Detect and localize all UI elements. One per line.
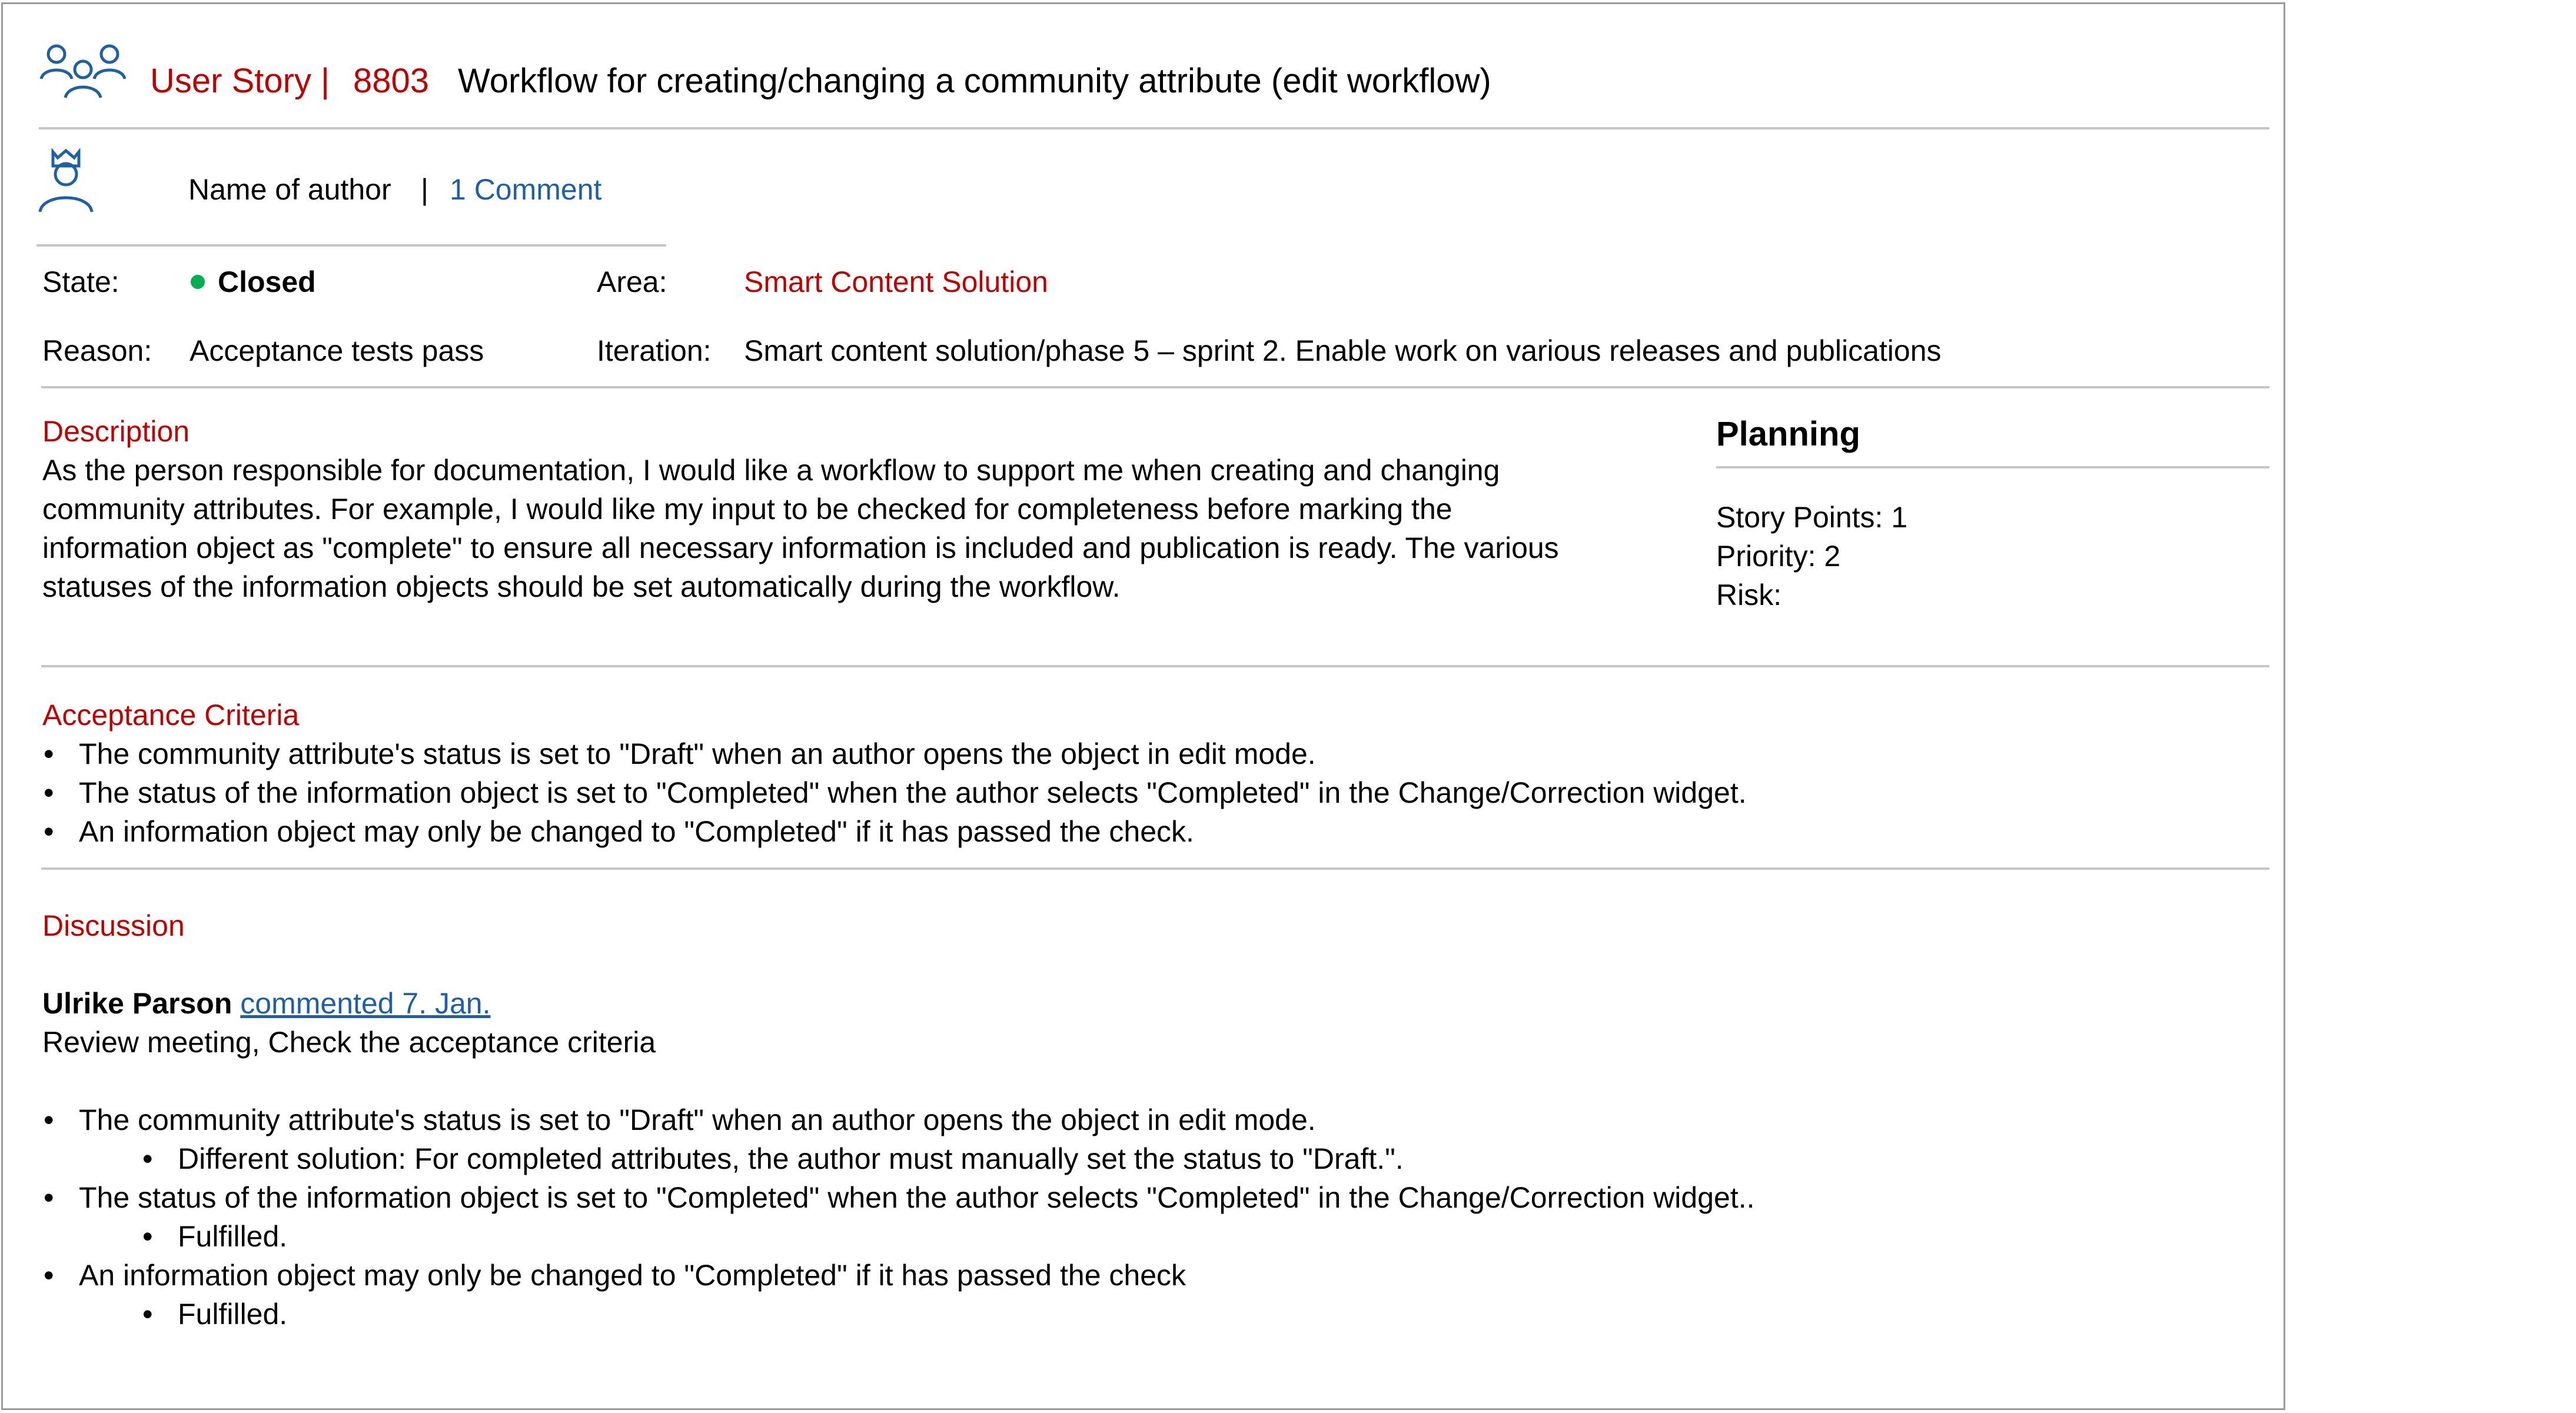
page-title: Workflow for creating/changing a communi…: [458, 62, 1491, 100]
list-item: An information object may only be change…: [42, 1256, 1755, 1295]
sub-list-item: Different solution: For completed attrib…: [42, 1139, 1755, 1178]
state-value: Closed: [191, 262, 316, 301]
list-item: The status of the information object is …: [42, 773, 1747, 812]
discussion-heading: Discussion: [42, 909, 185, 942]
planning-heading: Planning: [1716, 415, 1860, 453]
author-name: Name of author: [188, 173, 391, 206]
divider: [1716, 466, 2269, 468]
divider: [39, 127, 2269, 129]
person-crown-icon: [36, 148, 95, 214]
work-item-id: 8803: [353, 62, 430, 100]
acceptance-heading: Acceptance Criteria: [42, 699, 300, 732]
iteration-value: Smart content solution/phase 5 – sprint …: [744, 334, 1942, 367]
comment-count-link[interactable]: 1 Comment: [450, 173, 602, 206]
divider: [41, 386, 2269, 388]
priority: Priority: 2: [1716, 540, 1841, 573]
work-item-type: User Story |: [150, 62, 330, 100]
sub-list-item: Fulfilled.: [42, 1295, 1755, 1334]
acceptance-list: The community attribute's status is set …: [42, 734, 1747, 851]
reason-value: Acceptance tests pass: [190, 334, 484, 367]
list-item: An information object may only be change…: [42, 812, 1747, 851]
status-dot-icon: [191, 274, 205, 289]
risk: Risk:: [1716, 579, 1782, 611]
discussion-list: The community attribute's status is set …: [42, 1101, 1755, 1334]
list-item: The community attribute's status is set …: [42, 734, 1747, 773]
author-separator: |: [421, 173, 428, 206]
sub-list-item: Fulfilled.: [42, 1217, 1755, 1256]
comment-date-link[interactable]: commented 7. Jan.: [240, 987, 491, 1020]
commenter-name: Ulrike Parson: [42, 987, 232, 1020]
divider: [41, 867, 2269, 870]
reason-label: Reason:: [42, 334, 152, 367]
iteration-label: Iteration:: [597, 334, 712, 367]
area-label: Area:: [597, 265, 667, 298]
comment-intro: Review meeting, Check the acceptance cri…: [42, 1026, 656, 1059]
users-group-icon: [39, 42, 127, 101]
state-value-text: Closed: [218, 265, 316, 298]
state-label: State:: [42, 265, 119, 298]
divider: [36, 244, 666, 247]
story-points: Story Points: 1: [1716, 501, 1908, 534]
comment-header: Ulrike Parson commented 7. Jan.: [42, 984, 491, 1023]
list-item: The status of the information object is …: [42, 1178, 1755, 1217]
list-item: The community attribute's status is set …: [42, 1101, 1755, 1139]
area-value: Smart Content Solution: [744, 265, 1048, 298]
divider: [41, 665, 2269, 667]
description-text: As the person responsible for documentat…: [42, 454, 1559, 603]
description-heading: Description: [42, 415, 190, 448]
